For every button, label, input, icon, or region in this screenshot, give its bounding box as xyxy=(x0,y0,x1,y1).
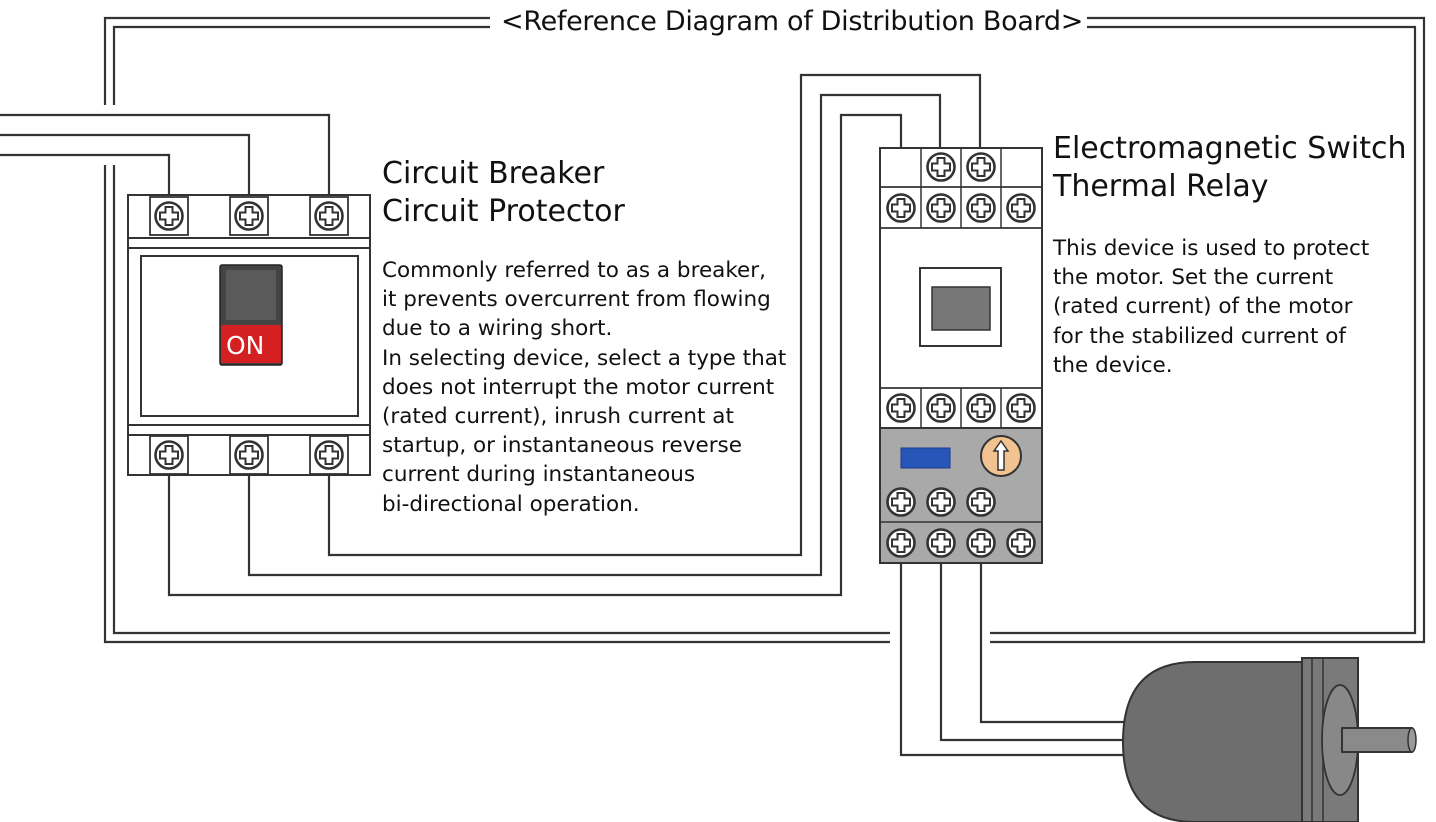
breaker-description: Commonly referred to as a breaker, it pr… xyxy=(382,258,787,517)
screw-terminal-icon xyxy=(966,487,996,517)
switch-heading-line-2: Thermal Relay xyxy=(1053,169,1269,204)
screw-terminal-icon xyxy=(926,528,956,558)
motor xyxy=(1121,657,1417,822)
screw-terminal-icon xyxy=(966,193,996,223)
screw-terminal-icon xyxy=(149,196,189,236)
screw-terminal-icon xyxy=(926,193,956,223)
switch-heading: Electromagnetic Switch Thermal Relay xyxy=(1053,130,1406,206)
screw-terminal-icon xyxy=(1006,393,1036,423)
screw-terminal-icon xyxy=(229,435,269,475)
screw-terminal-icon xyxy=(886,193,916,223)
screw-terminal-icon xyxy=(886,528,916,558)
on-label: ON xyxy=(226,331,264,360)
outer-frame xyxy=(103,16,1426,644)
electromagnetic-switch xyxy=(879,147,1043,564)
screw-terminal-icon xyxy=(309,435,349,475)
diagram-title: <Reference Diagram of Distribution Board… xyxy=(497,6,1088,37)
breaker-handle[interactable]: ON xyxy=(219,264,283,366)
screw-terminal-icon xyxy=(229,196,269,236)
circuit-breaker: ON xyxy=(127,194,371,476)
screw-terminal-icon xyxy=(926,393,956,423)
screw-terminal-icon xyxy=(926,487,956,517)
breaker-terminals xyxy=(149,196,349,475)
screw-terminal-icon xyxy=(1006,193,1036,223)
switch-description: This device is used to protect the motor… xyxy=(1053,236,1370,378)
switch-terminals xyxy=(886,152,1036,558)
breaker-heading: Circuit Breaker Circuit Protector xyxy=(382,155,625,231)
relay-indicator xyxy=(900,447,951,469)
breaker-to-switch-wires xyxy=(167,73,982,597)
screw-terminal-icon xyxy=(309,196,349,236)
screw-terminal-icon xyxy=(966,152,996,182)
screw-terminal-icon xyxy=(149,435,189,475)
screw-terminal-icon xyxy=(886,487,916,517)
screw-terminal-icon xyxy=(886,393,916,423)
switch-to-motor-wires xyxy=(899,562,1125,757)
switch-heading-line-1: Electromagnetic Switch xyxy=(1053,131,1407,166)
screw-terminal-icon xyxy=(926,152,956,182)
screw-terminal-icon xyxy=(966,528,996,558)
screw-terminal-icon xyxy=(1006,528,1036,558)
breaker-heading-line-1: Circuit Breaker xyxy=(382,156,605,191)
incoming-wires xyxy=(0,113,331,197)
screw-terminal-icon xyxy=(966,393,996,423)
breaker-heading-line-2: Circuit Protector xyxy=(382,194,625,229)
adjustment-dial-icon[interactable] xyxy=(980,435,1022,477)
